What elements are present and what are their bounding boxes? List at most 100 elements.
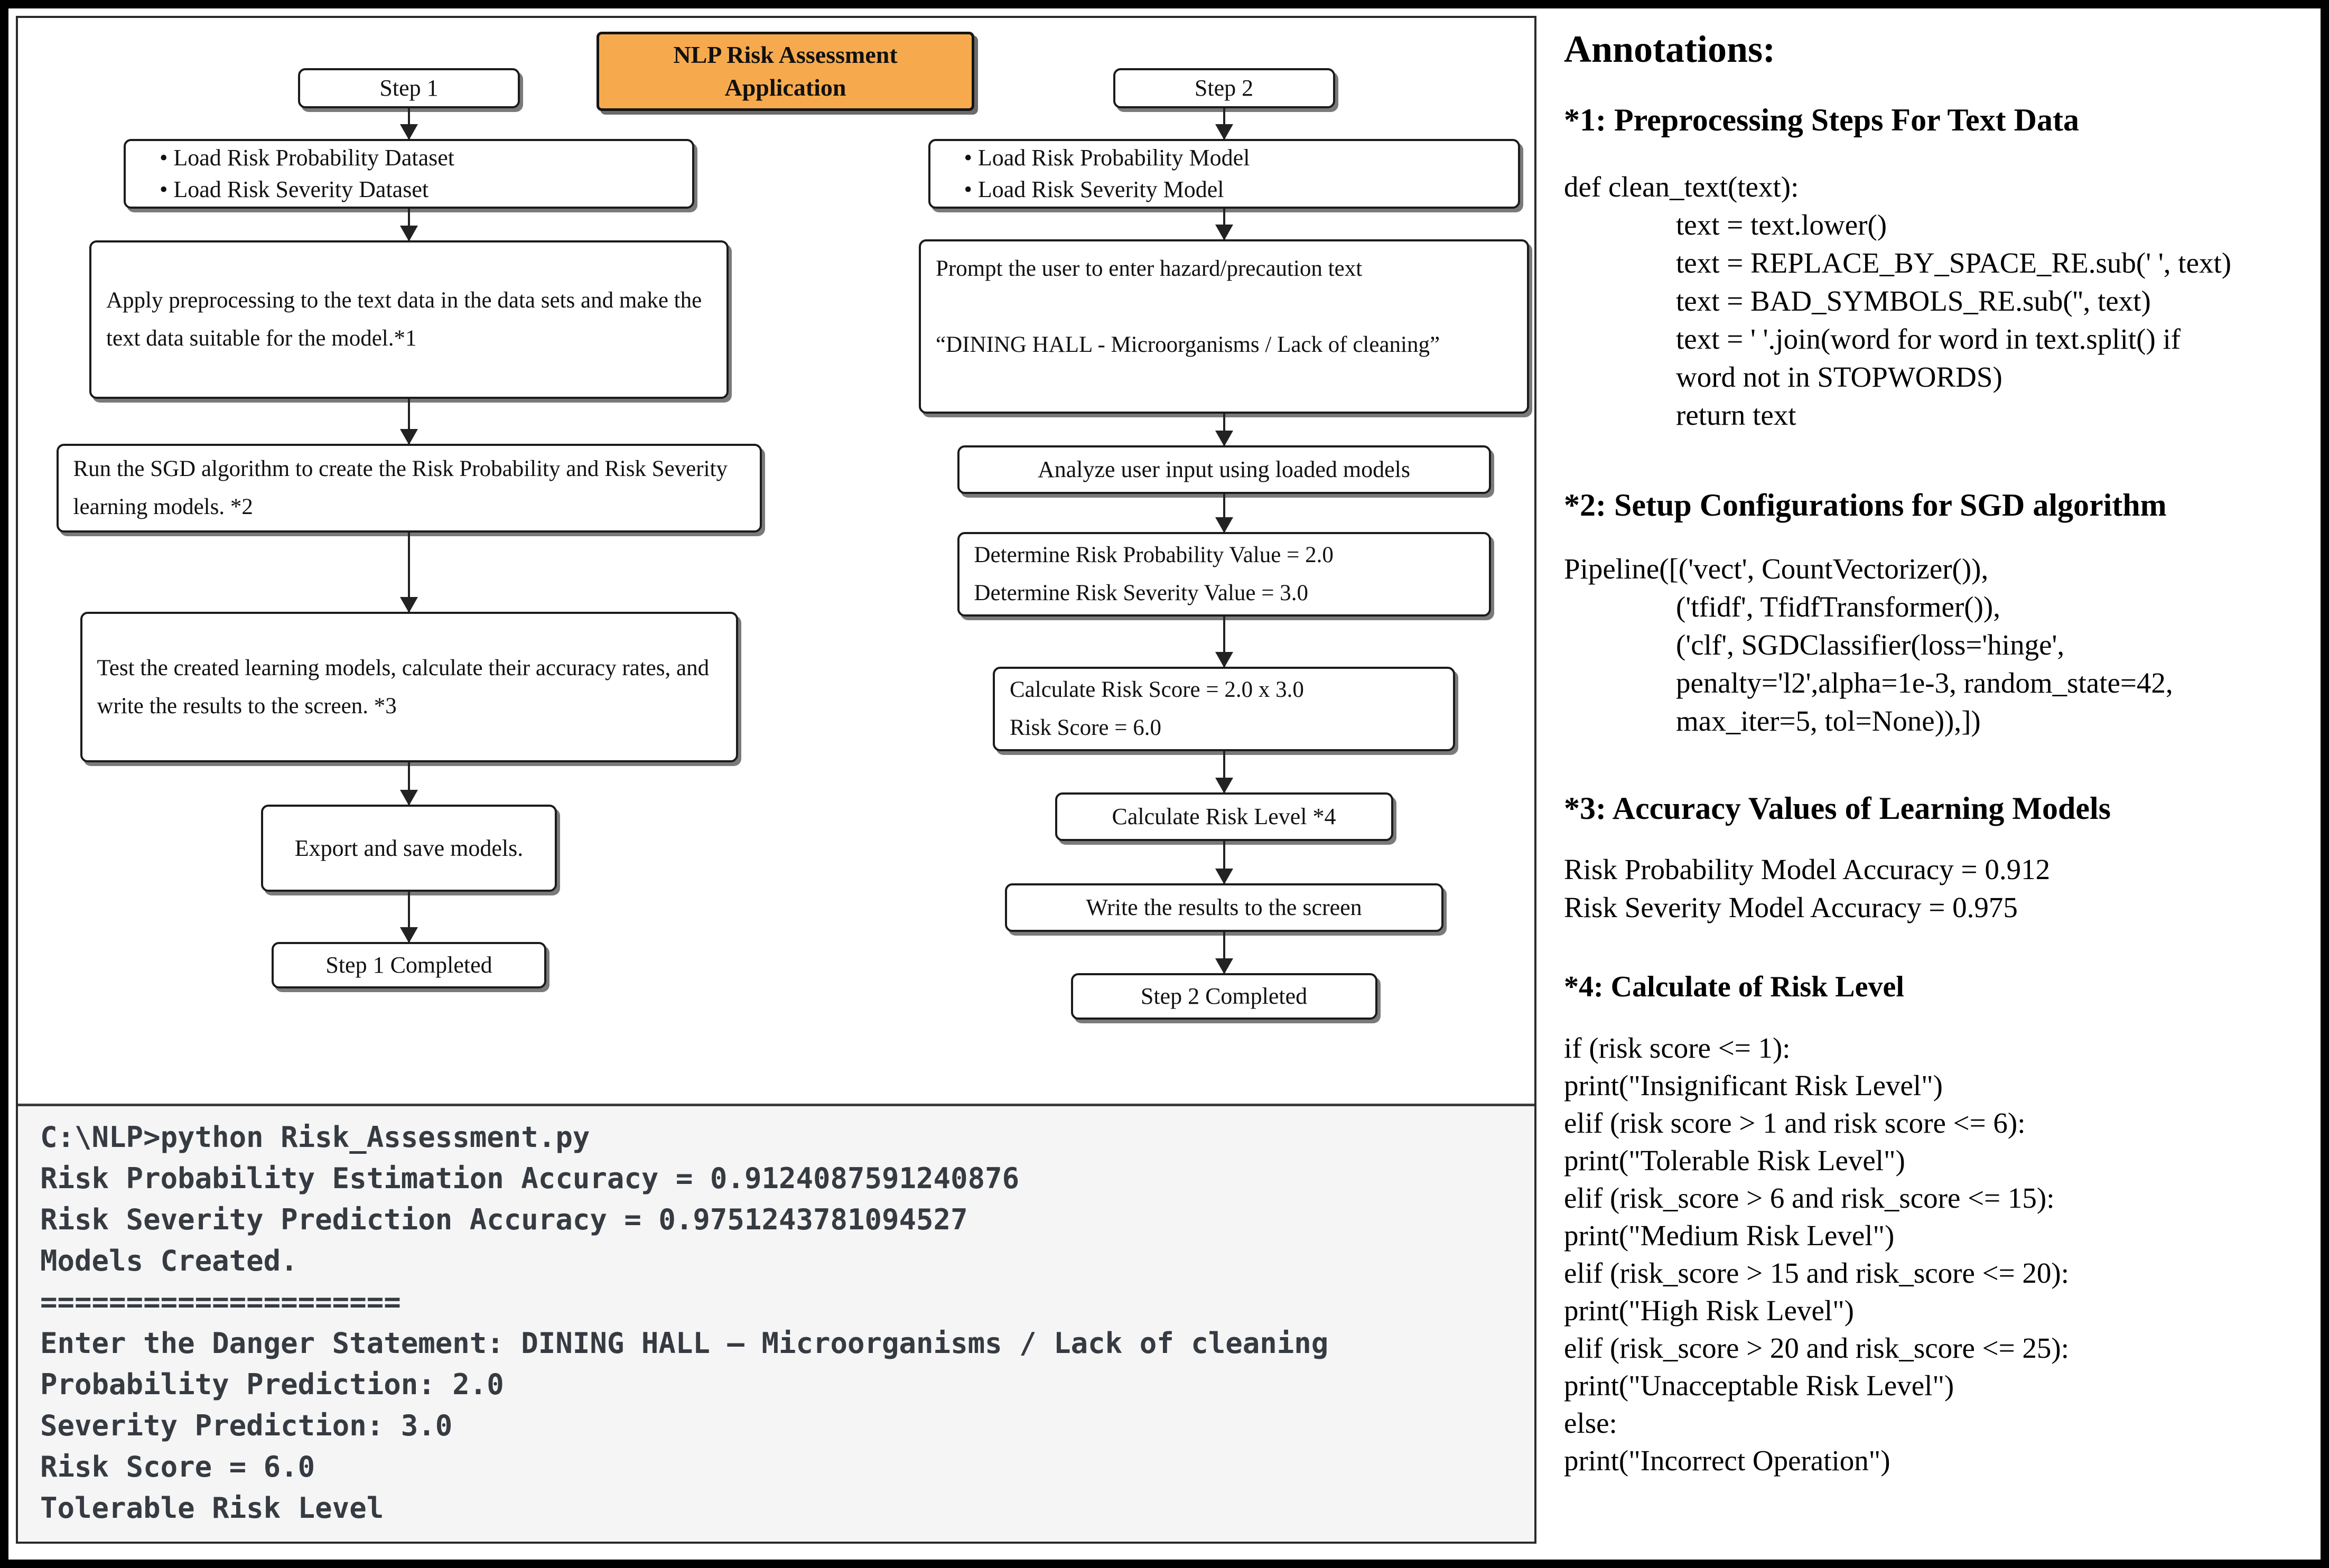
code-line: max_iter=5, tol=None)),])	[1676, 705, 1981, 737]
node-line: Analyze user input using loaded models	[1037, 456, 1411, 482]
flow-arrow	[408, 892, 410, 942]
node-line: Apply preprocessing to the text data in …	[106, 288, 702, 351]
annotations-panel: Annotations: *1: Preprocessing Steps For…	[1564, 14, 2316, 1479]
code-line: print("Insignificant Risk Level")	[1564, 1069, 1943, 1102]
node-line: Export and save models.	[294, 835, 524, 861]
terminal-line: C:\NLP>python Risk_Assessment.py	[40, 1121, 590, 1154]
node-analyze-input: Analyze user input using loaded models	[957, 445, 1491, 494]
node-line: Determine Risk Probability Value = 2.0	[974, 543, 1334, 567]
code-line: ('clf', SGDClassifier(loss='hinge',	[1676, 629, 2065, 661]
node-line: Run the SGD algorithm to create the Risk…	[73, 456, 728, 519]
flowchart-panel: NLP Risk Assessment Application Step 1 •…	[16, 16, 1536, 1544]
code-line: elif (risk_score > 15 and risk_score <= …	[1564, 1257, 2070, 1289]
terminal-panel: C:\NLP>python Risk_Assessment.py Risk Pr…	[18, 1104, 1534, 1541]
flow-arrow	[1223, 932, 1225, 973]
node-line: Prompt the user to enter hazard/precauti…	[936, 256, 1363, 281]
terminal-line: Risk Probability Estimation Accuracy = 0…	[40, 1162, 1020, 1195]
node-step2: Step 2	[1113, 68, 1335, 108]
node-line: • Load Risk Probability Dataset	[160, 145, 454, 171]
node-line: Step 2	[1194, 75, 1254, 101]
node-determine-values: Determine Risk Probability Value = 2.0 D…	[957, 532, 1491, 617]
node-step1: Step 1	[298, 68, 520, 108]
code-line: def clean_text(text):	[1564, 171, 1799, 203]
node-calculate-score: Calculate Risk Score = 2.0 x 3.0 Risk Sc…	[993, 667, 1455, 751]
code-line: word not in STOPWORDS)	[1676, 361, 2002, 393]
flow-arrow	[1223, 617, 1225, 667]
section-2-heading: *2: Setup Configurations for SGD algorit…	[1564, 488, 2167, 522]
node-line: • Load Risk Severity Model	[964, 176, 1224, 202]
section-4-code: if (risk score <= 1): print("Insignifica…	[1564, 1029, 2316, 1479]
node-step2-completed: Step 2 Completed	[1070, 973, 1377, 1020]
section-1-heading: *1: Preprocessing Steps For Text Data	[1564, 102, 2079, 137]
terminal-line: Risk Score = 6.0	[40, 1450, 315, 1483]
flow-arrow	[408, 533, 410, 612]
code-line: print("Medium Risk Level")	[1564, 1219, 1895, 1252]
node-load-datasets: • Load Risk Probability Dataset • Load R…	[124, 139, 694, 209]
section-4-heading: *4: Calculate of Risk Level	[1564, 970, 1904, 1003]
flow-arrow	[408, 762, 410, 805]
node-write-results: Write the results to the screen	[1004, 883, 1443, 932]
app-title-box: NLP Risk Assessment Application	[597, 32, 974, 111]
accuracy-line: Risk Severity Model Accuracy = 0.975	[1564, 891, 2018, 923]
section-3-body: Risk Probability Model Accuracy = 0.912 …	[1564, 851, 2316, 927]
node-run-sgd: Run the SGD algorithm to create the Risk…	[56, 444, 762, 533]
code-line: if (risk score <= 1):	[1564, 1032, 1791, 1064]
step1-column: Step 1 • Load Risk Probability Dataset •…	[55, 18, 763, 988]
node-load-models: • Load Risk Probability Model • Load Ris…	[928, 139, 1520, 209]
node-step1-completed: Step 1 Completed	[272, 942, 546, 988]
terminal-line: Enter the Danger Statement: DINING HALL …	[40, 1327, 1329, 1360]
section-2-code: Pipeline([('vect', CountVectorizer()), (…	[1564, 550, 2316, 740]
flow-arrow	[408, 399, 410, 444]
code-line: text = text.lower()	[1676, 209, 1887, 241]
code-line: elif (risk_score > 20 and risk_score <= …	[1564, 1332, 2070, 1364]
terminal-line: =====================	[40, 1285, 401, 1319]
code-line: print("Unacceptable Risk Level")	[1564, 1369, 1954, 1402]
code-line: print("Tolerable Risk Level")	[1564, 1144, 1905, 1177]
node-export-models: Export and save models.	[261, 805, 557, 892]
node-line: • Load Risk Probability Model	[964, 145, 1250, 171]
node-line: Calculate Risk Level *4	[1112, 804, 1336, 829]
code-line: penalty='l2',alpha=1e-3, random_state=42…	[1676, 667, 2173, 699]
app-title: NLP Risk Assessment Application	[673, 41, 898, 101]
flowchart-area: NLP Risk Assessment Application Step 1 •…	[18, 18, 1534, 1104]
code-line: return text	[1676, 399, 1796, 431]
terminal-line: Probability Prediction: 2.0	[40, 1368, 504, 1401]
flow-arrow	[1223, 414, 1225, 445]
terminal-line: Models Created.	[40, 1244, 298, 1277]
node-line: Calculate Risk Score = 2.0 x 3.0	[1010, 677, 1304, 702]
node-line: Write the results to the screen	[1086, 894, 1362, 920]
code-line: text = REPLACE_BY_SPACE_RE.sub(' ', text…	[1676, 247, 2232, 279]
node-line: Test the created learning models, calcul…	[97, 655, 710, 718]
node-line: Determine Risk Severity Value = 3.0	[974, 581, 1309, 605]
code-line: print("Incorrect Operation")	[1564, 1444, 1890, 1477]
node-test-models: Test the created learning models, calcul…	[80, 612, 738, 762]
terminal-line: Severity Prediction: 3.0	[40, 1409, 453, 1442]
code-line: elif (risk score > 1 and risk score <= 6…	[1564, 1107, 2026, 1139]
code-line: elif (risk_score > 6 and risk_score <= 1…	[1564, 1182, 2055, 1214]
code-line: text = ' '.join(word for word in text.sp…	[1676, 323, 2181, 355]
node-calculate-level: Calculate Risk Level *4	[1055, 792, 1393, 841]
node-line: Step 2 Completed	[1140, 983, 1308, 1009]
section-3-heading: *3: Accuracy Values of Learning Models	[1564, 791, 2111, 826]
flow-arrow	[1223, 209, 1225, 239]
flow-arrow	[1223, 108, 1225, 139]
annotations-heading: Annotations:	[1564, 28, 1776, 70]
node-preprocessing: Apply preprocessing to the text data in …	[89, 240, 729, 399]
flow-arrow	[408, 209, 410, 240]
node-line: Risk Score = 6.0	[1010, 715, 1162, 740]
node-line: Step 1 Completed	[325, 952, 492, 978]
node-prompt-input: Prompt the user to enter hazard/precauti…	[919, 239, 1529, 414]
step2-column: Step 2 • Load Risk Probability Model • L…	[916, 18, 1532, 1020]
node-line: Step 1	[379, 75, 439, 101]
code-line: print("High Risk Level")	[1564, 1294, 1854, 1327]
terminal-line: Tolerable Risk Level	[40, 1491, 384, 1525]
code-line: text = BAD_SYMBOLS_RE.sub('', text)	[1676, 285, 2151, 317]
flow-arrow	[1223, 494, 1225, 532]
node-line: “DINING HALL - Microorganisms / Lack of …	[936, 332, 1440, 357]
code-line: ('tfidf', TfidfTransformer()),	[1676, 591, 2000, 623]
flow-arrow	[1223, 751, 1225, 792]
flow-arrow	[1223, 841, 1225, 883]
flow-arrow	[408, 108, 410, 139]
accuracy-line: Risk Probability Model Accuracy = 0.912	[1564, 853, 2051, 885]
